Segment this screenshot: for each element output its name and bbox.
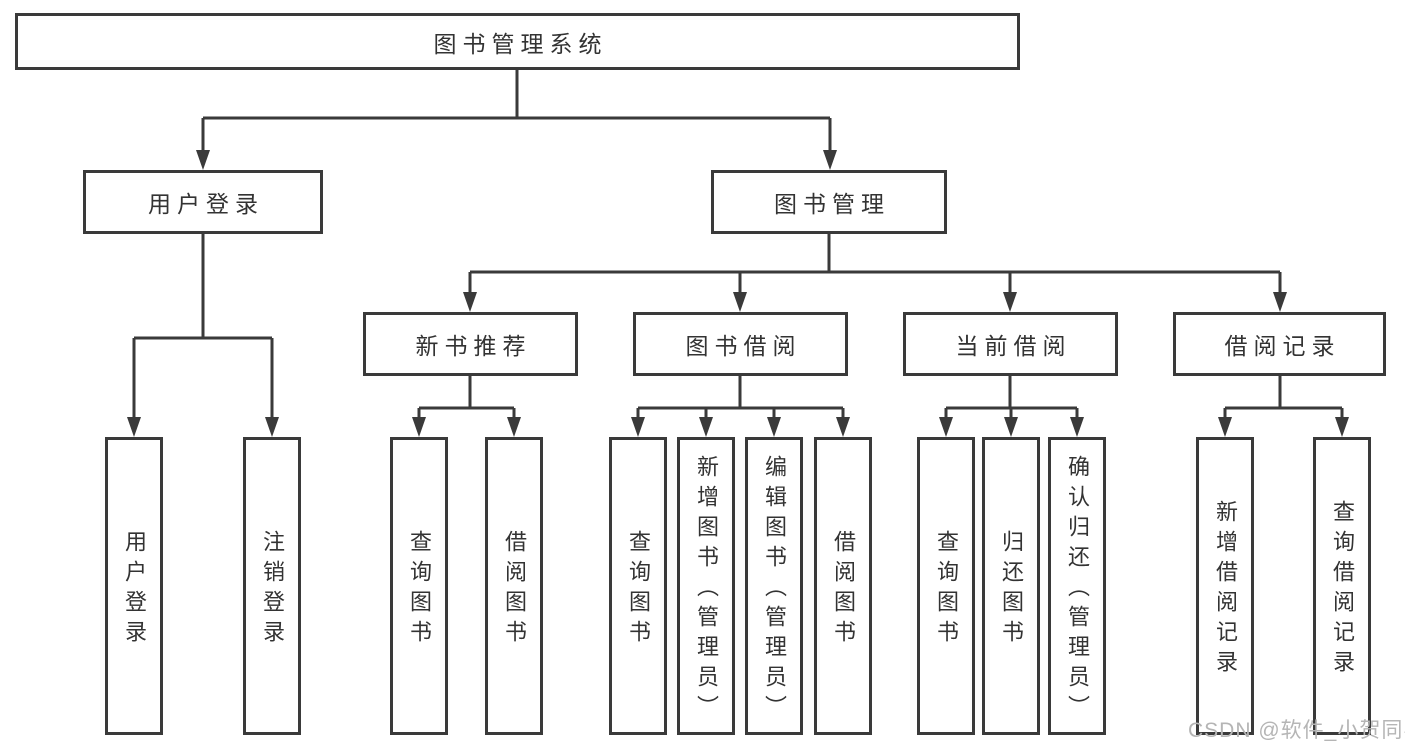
- csdn-watermark: CSDN @软件_小贺同学: [1188, 719, 1405, 742]
- node-library-management-system: 图书管理系统: [15, 13, 1020, 70]
- node-label: 当前借阅: [955, 333, 1072, 359]
- node-label: 用户登录: [148, 191, 264, 217]
- leaf-add-books-admin: 新增图书（管理员）: [677, 437, 735, 735]
- leaf-query-books-current: 查询图书: [917, 437, 975, 735]
- leaf-label: 借阅图书: [502, 530, 527, 650]
- leaf-edit-books-admin: 编辑图书（管理员）: [745, 437, 803, 735]
- leaf-label: 新增借阅记录: [1213, 500, 1238, 680]
- leaf-borrow-books-recommend: 借阅图书: [485, 437, 543, 735]
- node-label: 借阅记录: [1224, 333, 1341, 359]
- leaf-label: 查询图书: [407, 530, 432, 650]
- leaf-user-login: 用户登录: [105, 437, 163, 735]
- leaf-add-borrow-record: 新增借阅记录: [1196, 437, 1254, 735]
- leaf-label: 查询图书: [626, 530, 651, 650]
- leaf-label: 查询图书: [934, 530, 959, 650]
- leaf-label: 借阅图书: [831, 530, 856, 650]
- leaf-query-borrow-record: 查询借阅记录: [1313, 437, 1371, 735]
- node-current-borrowing: 当前借阅: [903, 312, 1118, 376]
- node-borrow-records: 借阅记录: [1173, 312, 1386, 376]
- node-new-book-recommend: 新书推荐: [363, 312, 578, 376]
- leaf-logout: 注销登录: [243, 437, 301, 735]
- node-label: 图书管理系统: [433, 30, 608, 57]
- node-book-borrowing: 图书借阅: [633, 312, 848, 376]
- leaf-label: 注销登录: [260, 530, 285, 650]
- node-label: 新书推荐: [415, 333, 532, 359]
- leaf-borrow-books: 借阅图书: [814, 437, 872, 735]
- leaf-query-books-recommend: 查询图书: [390, 437, 448, 735]
- leaf-label: 用户登录: [122, 530, 147, 650]
- leaf-label: 确认归还（管理员）: [1065, 455, 1090, 725]
- leaf-label: 新增图书（管理员）: [694, 455, 719, 725]
- leaf-confirm-return-admin: 确认归还（管理员）: [1048, 437, 1106, 735]
- leaf-label: 归还图书: [999, 530, 1024, 650]
- node-book-management: 图书管理: [711, 170, 947, 234]
- node-label: 图书借阅: [685, 333, 802, 359]
- leaf-label: 编辑图书（管理员）: [762, 455, 787, 725]
- leaf-query-books-borrow: 查询图书: [609, 437, 667, 735]
- node-label: 图书管理: [774, 191, 890, 217]
- leaf-return-books: 归还图书: [982, 437, 1040, 735]
- node-user-login: 用户登录: [83, 170, 323, 234]
- leaf-label: 查询借阅记录: [1330, 500, 1355, 680]
